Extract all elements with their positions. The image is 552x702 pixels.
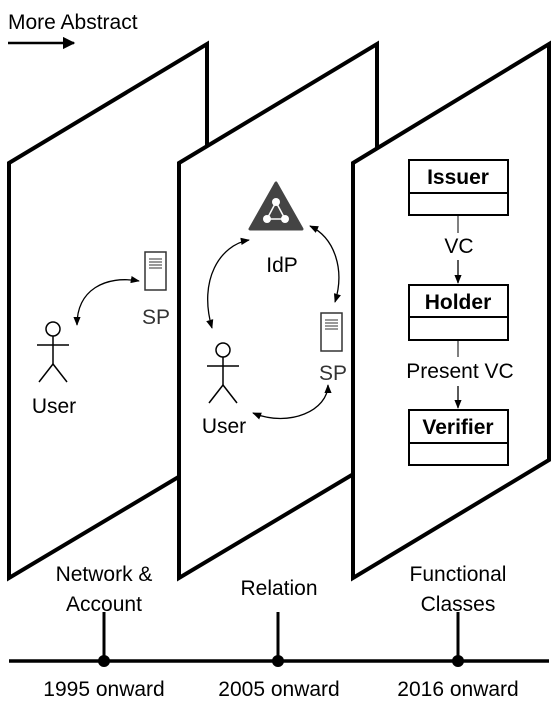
user-sp-connection-arrow xyxy=(73,275,140,326)
server-icon xyxy=(320,312,343,352)
idp-label: IdP xyxy=(266,254,298,277)
idp-icon xyxy=(248,181,304,231)
layer-functional-classes: Issuer VC Holder Present VC Verifier xyxy=(351,40,551,582)
layer-relation: IdP User SP xyxy=(177,40,379,582)
issuer-label: Issuer xyxy=(427,166,489,189)
timeline-point xyxy=(452,655,464,667)
server-icon xyxy=(144,251,167,291)
verifier-class-box: Verifier xyxy=(408,409,509,466)
layer-caption-line: Classes xyxy=(421,593,496,616)
timeline-label: 2016 onward xyxy=(397,678,518,701)
user-idp-arrow xyxy=(206,237,250,329)
holder-label: Holder xyxy=(425,291,492,314)
timeline-point xyxy=(98,655,110,667)
sp-label: SP xyxy=(319,362,347,385)
issuer-class-box: Issuer xyxy=(408,159,509,216)
present-vc-flow-label: Present VC xyxy=(406,360,513,383)
idp-sp-arrow xyxy=(309,225,341,303)
more-abstract-label: More Abstract xyxy=(8,11,138,34)
timeline-label: 2005 onward xyxy=(218,678,339,701)
user-label: User xyxy=(32,395,76,418)
layer-caption-line: Functional xyxy=(410,563,507,586)
timeline-label: 1995 onward xyxy=(43,678,164,701)
timeline-point xyxy=(272,655,284,667)
user-icon xyxy=(207,342,239,404)
layer-caption-line: Network & xyxy=(56,563,153,586)
sp-label: SP xyxy=(142,306,170,329)
timeline: 1995 onward 2005 onward 2016 onward xyxy=(9,612,549,701)
user-sp-arrow xyxy=(252,384,332,420)
holder-class-box: Holder xyxy=(408,284,509,341)
user-icon xyxy=(37,321,69,383)
verifier-label: Verifier xyxy=(422,416,493,439)
user-label: User xyxy=(202,415,246,438)
vc-flow-label: VC xyxy=(444,235,473,258)
layer-caption-line: Account xyxy=(66,593,142,616)
layer-caption-line: Relation xyxy=(240,577,317,600)
